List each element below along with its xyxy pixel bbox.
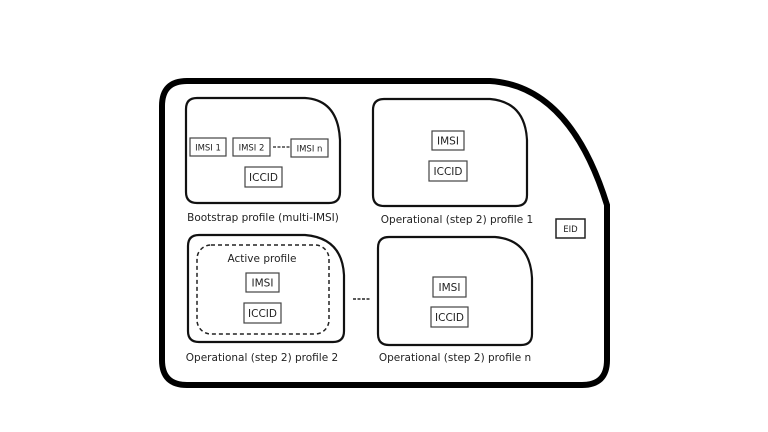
- imsi-box: [431, 130, 465, 151]
- operational-profile-n: IMSI ICCID Operational (step 2) profile …: [376, 235, 534, 364]
- bootstrap-profile-label: Bootstrap profile (multi-IMSI): [187, 212, 339, 224]
- imsi-label: IMSI: [252, 278, 274, 290]
- eid-box: [555, 218, 586, 239]
- active-profile-outline: [196, 244, 330, 335]
- imsi-n-box: [290, 138, 329, 158]
- active-profile-label: Active profile: [228, 253, 297, 265]
- imsi-1-label: IMSI 1: [195, 144, 221, 154]
- profile-n-label: Operational (step 2) profile n: [379, 352, 531, 364]
- profile-2-label: Operational (step 2) profile 2: [186, 352, 338, 364]
- eid-label: EID: [563, 225, 578, 235]
- profile-1-label: Operational (step 2) profile 1: [381, 214, 533, 226]
- imsi-box: [245, 272, 280, 293]
- operational-profile-2: Active profile IMSI ICCID Operational (s…: [186, 233, 346, 364]
- iccid-label: ICCID: [248, 308, 277, 320]
- iccid-box: [243, 302, 282, 324]
- imsi-label: IMSI: [437, 136, 459, 148]
- iccid-box: [244, 166, 283, 188]
- operational-profile-1: IMSI ICCID Operational (step 2) profile …: [371, 97, 533, 226]
- imsi-2-label: IMSI 2: [239, 144, 265, 154]
- imsi-label: IMSI: [439, 282, 461, 294]
- iccid-label: ICCID: [435, 312, 464, 324]
- imsi-n-label: IMSI n: [297, 145, 323, 155]
- imsi-1-box: [189, 137, 227, 157]
- imsi-2-box: [232, 137, 271, 157]
- iccid-label: ICCID: [434, 166, 463, 178]
- iccid-label: ICCID: [249, 172, 278, 184]
- iccid-box: [430, 306, 469, 328]
- imsi-box: [432, 276, 467, 298]
- euicc-card-outline: [159, 78, 610, 388]
- iccid-box: [428, 160, 468, 182]
- bootstrap-profile: IMSI 1 IMSI 2 IMSI n ICCID Bootstrap pro…: [184, 96, 342, 224]
